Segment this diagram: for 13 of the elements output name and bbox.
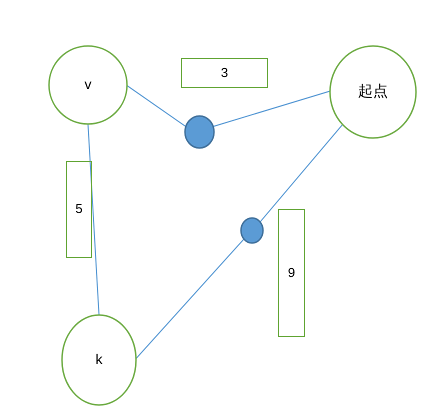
vertex-circle: 起点 xyxy=(329,45,417,139)
junction-dot xyxy=(240,217,264,244)
vertex-circle: k xyxy=(61,314,137,406)
connector-line xyxy=(213,90,330,127)
weight-box: 9 xyxy=(278,209,305,337)
connector-line xyxy=(136,238,244,359)
connector-line xyxy=(260,124,343,222)
weight-box: 5 xyxy=(66,161,92,258)
weight-box: 3 xyxy=(181,58,268,88)
connector-line xyxy=(87,124,100,315)
connector-line xyxy=(126,85,186,127)
vertex-circle: v xyxy=(48,45,128,125)
junction-dot xyxy=(184,115,215,149)
